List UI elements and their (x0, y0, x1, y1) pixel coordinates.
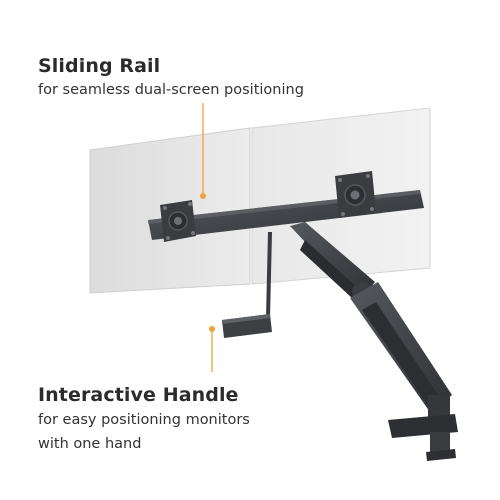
right-vesa-mount (335, 171, 376, 218)
sliding-rail-pointer-dot (200, 193, 206, 199)
desk-clamp (388, 395, 458, 461)
lower-arm (350, 282, 452, 412)
sliding-rail-callout: Sliding Rail for seamless dual-screen po… (38, 54, 458, 101)
interactive-handle-subtitle-line1: for easy positioning monitors (38, 412, 250, 428)
handle-pointer-dot (209, 326, 215, 332)
interactive-handle-heading: Interactive Handle (38, 384, 239, 406)
left-vesa-mount (160, 200, 196, 242)
interactive-handle-subtitle-line2: with one hand (38, 436, 142, 452)
sliding-rail-heading: Sliding Rail (38, 55, 161, 77)
interactive-handle (222, 231, 272, 338)
sliding-rail-subtitle: for seamless dual-screen positioning (38, 82, 304, 98)
interactive-handle-callout: Interactive Handle for easy positioning … (38, 383, 398, 455)
